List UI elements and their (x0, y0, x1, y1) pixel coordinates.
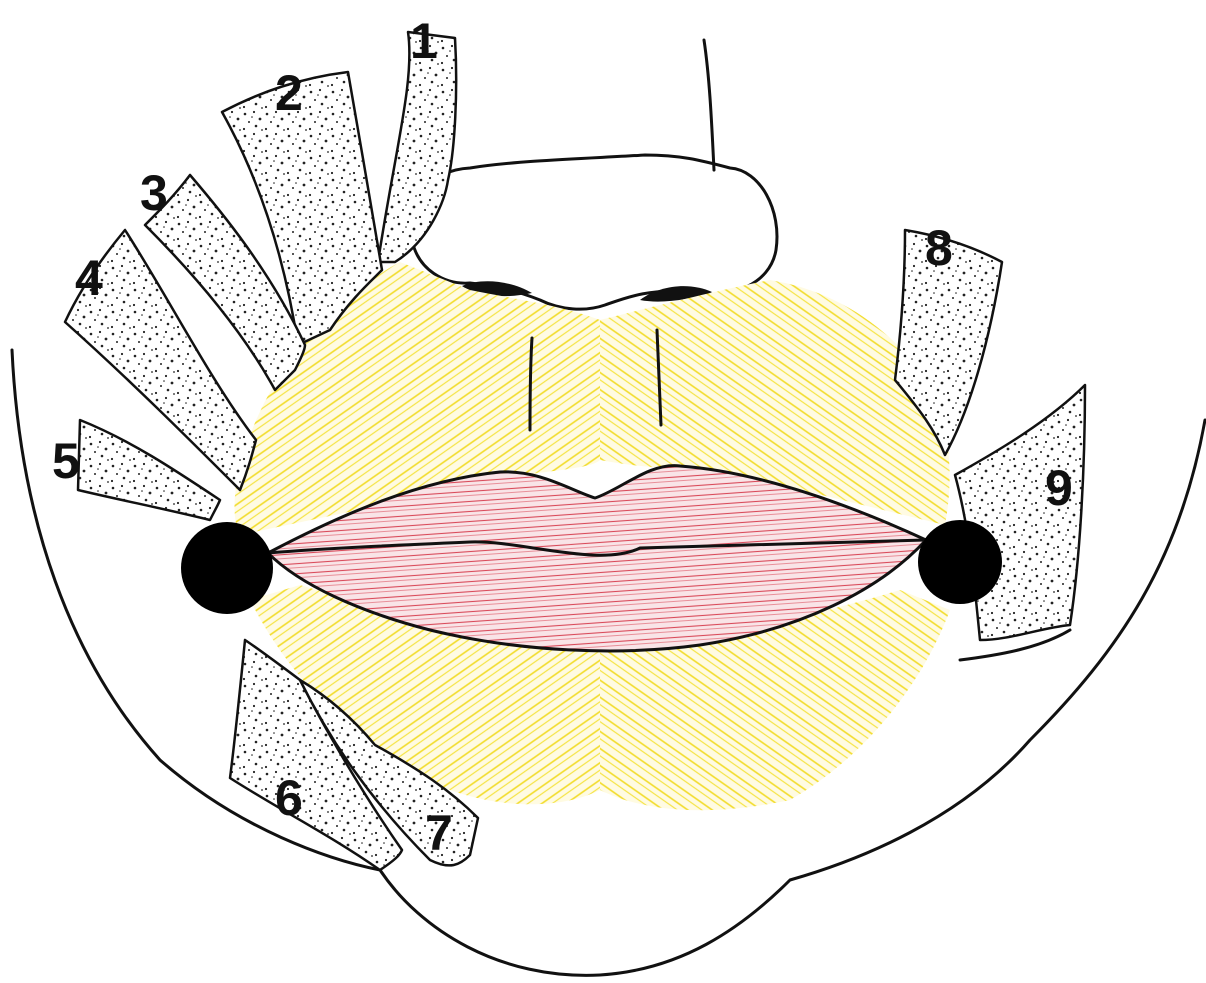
label-3: 3 (140, 165, 168, 221)
label-9: 9 (1045, 460, 1073, 516)
label-7: 7 (425, 805, 453, 861)
label-6: 6 (275, 770, 303, 826)
modiolus-right (918, 520, 1002, 604)
nose-bridge-line (704, 40, 714, 170)
label-4: 4 (75, 250, 103, 306)
label-2: 2 (275, 65, 303, 121)
modiolus-left (181, 522, 273, 614)
label-5: 5 (52, 433, 80, 489)
label-8: 8 (925, 220, 953, 276)
label-1: 1 (410, 13, 438, 69)
